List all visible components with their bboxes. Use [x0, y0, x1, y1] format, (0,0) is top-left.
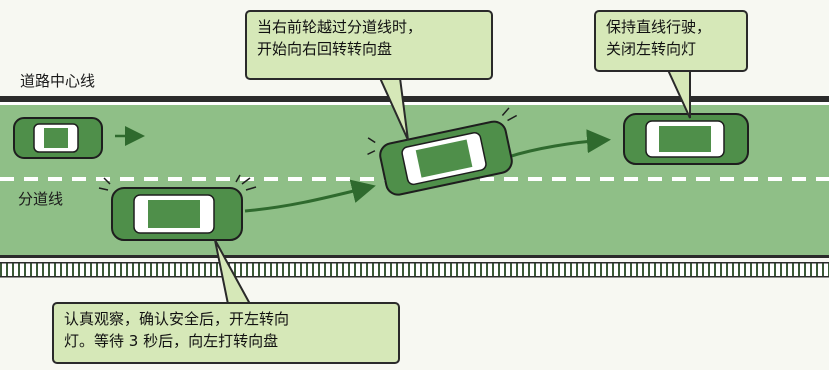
car-icon: [623, 113, 749, 165]
car-icon: [98, 174, 257, 241]
callout-observe-signal: 认真观察，确认安全后，开左转向 灯。等待 3 秒后，向左打转向盘: [52, 302, 400, 364]
callout-text: 保持直线行驶，: [606, 18, 712, 36]
guard-rail: [0, 262, 829, 277]
turn-signal-icon: [367, 107, 518, 156]
arrow-icon: [244, 179, 376, 213]
callout-text: 灯。等待 3 秒后，向左打转向盘: [64, 332, 279, 350]
turn-signal-icon: [98, 174, 257, 191]
callout-text: 当右前轮越过分道线时，: [257, 18, 423, 36]
center-line-label: 道路中心线: [20, 72, 96, 90]
arrow-icon: [504, 129, 611, 160]
callout-keep-straight: 保持直线行驶， 关闭左转向灯: [594, 10, 748, 72]
callout-text: 认真观察，确认安全后，开左转向: [64, 310, 290, 328]
callout-text: 开始向右回转转向盘: [257, 40, 393, 58]
car-icon: [13, 117, 103, 159]
lane-line-label: 分道线: [18, 190, 64, 208]
road-center-line: [0, 96, 829, 102]
car-icon: [367, 107, 518, 196]
callout-text: 关闭左转向灯: [606, 40, 697, 58]
callout-steer-back: 当右前轮越过分道线时， 开始向右回转转向盘: [245, 10, 493, 80]
